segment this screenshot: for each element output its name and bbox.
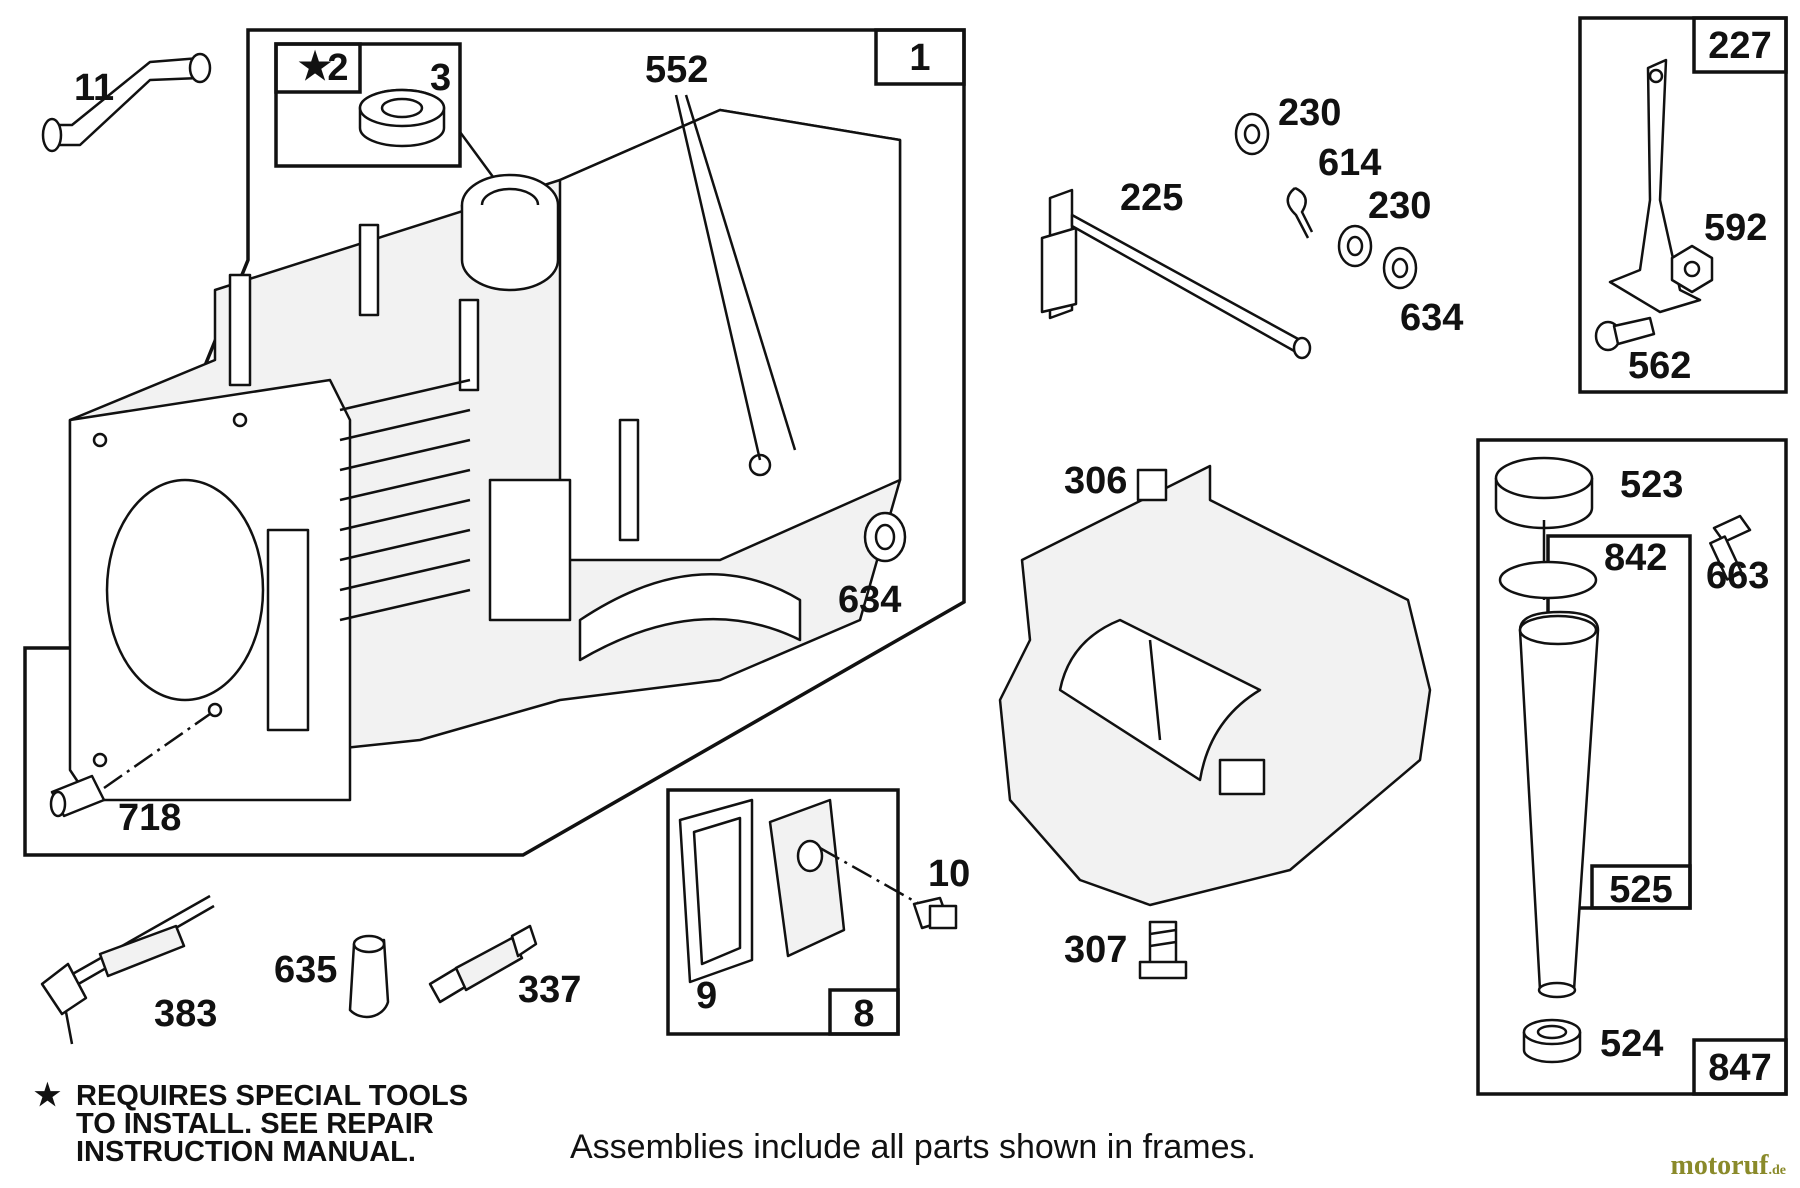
frame-8-outline — [666, 788, 900, 1036]
washer-part-634 — [863, 511, 907, 563]
air-guide-part-306 — [998, 464, 1432, 907]
label-383: 383 — [154, 993, 217, 1035]
dowel-axis-718 — [103, 712, 211, 790]
leader-552b — [684, 94, 797, 451]
motoruf-logo: motoruf.de — [1671, 1150, 1786, 1182]
dowel-pin-part-718 — [49, 774, 106, 818]
frame-847-outline — [1476, 438, 1788, 1096]
label-635: 635 — [274, 949, 337, 991]
frame-8-number: 8 — [853, 993, 874, 1035]
watermark-tld: .de — [1768, 1163, 1787, 1178]
breather-screw-axis — [819, 846, 931, 912]
frame-1-number-box — [874, 28, 966, 86]
leader-552a — [674, 94, 762, 461]
frame-525-number: 525 — [1609, 869, 1672, 911]
label-663: 663 — [1706, 555, 1769, 597]
frame-847-number: 847 — [1708, 1047, 1771, 1089]
spark-plug-wrench-part-383 — [40, 894, 215, 1045]
label-307: 307 — [1064, 929, 1127, 971]
frame-2-number-box — [274, 42, 362, 94]
frame-847-number-box — [1692, 1038, 1788, 1096]
label-523: 523 — [1620, 464, 1683, 506]
frames-caption: Assemblies include all parts shown in fr… — [570, 1128, 1256, 1166]
special-tools-note-text: REQUIRES SPECIAL TOOLS TO INSTALL. SEE R… — [76, 1080, 469, 1168]
label-592: 592 — [1704, 207, 1767, 249]
washer-part-230-top — [1234, 112, 1270, 156]
watermark-name: motoruf — [1670, 1150, 1769, 1181]
o-ring-part-842 — [1498, 560, 1598, 600]
frame-525-number-box — [1590, 864, 1692, 910]
frame-2-outline — [274, 42, 462, 168]
screw-part-307 — [1138, 920, 1188, 980]
washer-part-230-mid — [1337, 224, 1373, 268]
dipstick-cap-part-523 — [1494, 456, 1594, 600]
label-10: 10 — [928, 853, 970, 895]
governor-lever-part-227 — [1608, 58, 1702, 314]
special-tools-star-icon: ★ — [34, 1079, 61, 1112]
label-11: 11 — [74, 67, 114, 109]
label-9: 9 — [696, 975, 717, 1017]
spark-plug-part-337 — [428, 924, 538, 1004]
dipstick-tube-part-847 — [1518, 610, 1600, 999]
special-tools-note: ★ REQUIRES SPECIAL TOOLS TO INSTALL. SEE… — [34, 1080, 560, 1168]
label-552: 552 — [645, 49, 708, 91]
label-3: 3 — [430, 57, 451, 99]
grommet-part-524 — [1522, 1018, 1582, 1064]
frame-1-number: 1 — [909, 37, 930, 79]
screw-part-663 — [1709, 514, 1752, 581]
cylinder-block — [68, 108, 902, 802]
frame-227-outline — [1578, 16, 1788, 394]
governor-shaft-part-225 — [1040, 188, 1312, 360]
washer-part-634-shaft — [1382, 246, 1418, 290]
label-634-block: 634 — [838, 579, 901, 621]
spark-plug-boot-part-635 — [348, 934, 390, 1019]
frame-8-number-box — [828, 988, 900, 1036]
screw-part-562 — [1594, 316, 1656, 352]
label-225: 225 — [1120, 177, 1183, 219]
label-230-top: 230 — [1278, 92, 1341, 134]
label-306: 306 — [1064, 460, 1127, 502]
label-842: 842 — [1604, 537, 1667, 579]
breather-cover-part-8 — [768, 798, 846, 958]
nut-part-592 — [1670, 244, 1714, 294]
label-337: 337 — [518, 969, 581, 1011]
label-230-mid: 230 — [1368, 185, 1431, 227]
seal-part-3 — [358, 88, 446, 148]
frame-2-number: 2 — [327, 47, 348, 89]
label-524: 524 — [1600, 1023, 1663, 1065]
hitch-pin-part-614 — [1286, 186, 1314, 239]
label-614: 614 — [1318, 142, 1381, 184]
frame-227-number-box — [1692, 16, 1788, 74]
label-718: 718 — [118, 797, 181, 839]
label-634-shaft: 634 — [1400, 297, 1463, 339]
gasket-part-9 — [678, 798, 754, 984]
breather-tube-part-11 — [41, 52, 212, 153]
frame-227-number: 227 — [1708, 25, 1771, 67]
label-562: 562 — [1628, 345, 1691, 387]
frame-2-star-icon: ★ — [298, 46, 332, 88]
screw-part-10 — [912, 896, 958, 930]
